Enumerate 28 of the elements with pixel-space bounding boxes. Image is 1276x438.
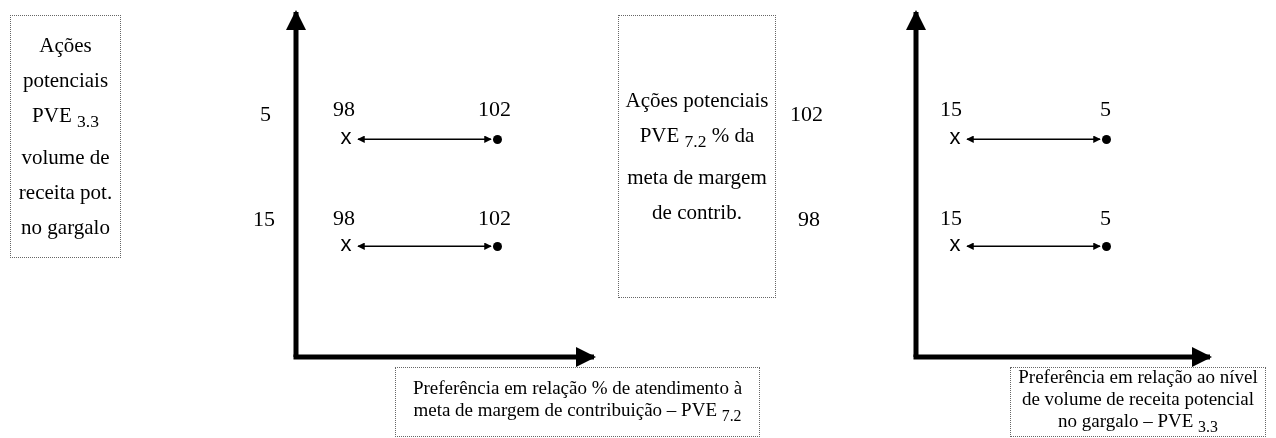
point-dot [1102, 135, 1111, 144]
point-mark: x [336, 232, 356, 258]
value-label: 5 [1100, 96, 1111, 122]
point-dot [493, 242, 502, 251]
point-mark: x [945, 232, 965, 258]
axis-caption-box: Preferência em relação % de atendimento à meta de margem de contribuição – PVE $_{7.2}$ [395, 367, 760, 437]
row-label: 15 [253, 206, 275, 232]
double-arrow [966, 135, 1101, 143]
double-arrow [357, 135, 492, 143]
row-label: 5 [260, 101, 271, 127]
point-mark: x [945, 125, 965, 151]
value-label: 15 [940, 205, 962, 231]
value-label: 98 [333, 205, 355, 231]
text-box: Ações potenciais PVE $_{3.3}$ volume de receita pot. no gargalo [10, 15, 121, 258]
row-label: 102 [790, 101, 823, 127]
value-label: 15 [940, 96, 962, 122]
point-dot [1102, 242, 1111, 251]
value-label: 102 [478, 96, 511, 122]
double-arrow [357, 242, 492, 250]
double-arrow [966, 242, 1101, 250]
value-label: 102 [478, 205, 511, 231]
point-dot [493, 135, 502, 144]
value-label: 5 [1100, 205, 1111, 231]
text-box: Ações potenciais PVE $_{7.2}$ % da meta de margem de contrib. [618, 15, 776, 298]
point-mark: x [336, 125, 356, 151]
row-label: 98 [798, 206, 820, 232]
value-label: 98 [333, 96, 355, 122]
axis-caption-box: Preferência em relação ao nível de volume de receita potencial no gargalo – PVE $_{3.3}$ [1010, 367, 1266, 437]
